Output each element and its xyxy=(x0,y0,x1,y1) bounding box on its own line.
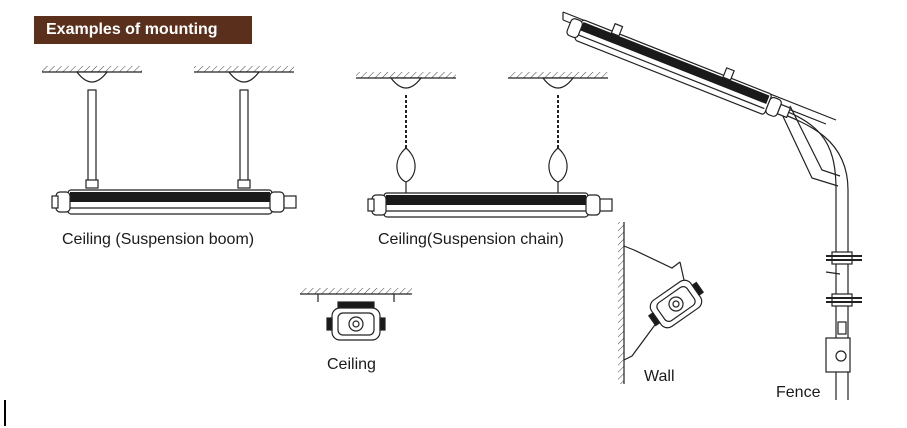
label-suspension-boom: Ceiling (Suspension boom) xyxy=(62,231,255,248)
edge-mark xyxy=(4,400,6,426)
suspension-boom-illustration xyxy=(42,66,297,215)
section-title-banner: Examples of mounting xyxy=(34,16,252,44)
ceiling-illustration xyxy=(300,288,412,341)
label-wall: Wall xyxy=(644,368,675,385)
label-ceiling: Ceiling xyxy=(327,356,376,373)
section-title: Examples of mounting xyxy=(46,21,218,38)
label-suspension-chain: Ceiling(Suspension chain) xyxy=(378,231,564,248)
label-fence: Fence xyxy=(776,384,821,401)
fence-illustration xyxy=(562,11,862,400)
wall-illustration xyxy=(618,222,705,384)
suspension-chain-illustration xyxy=(356,72,613,218)
